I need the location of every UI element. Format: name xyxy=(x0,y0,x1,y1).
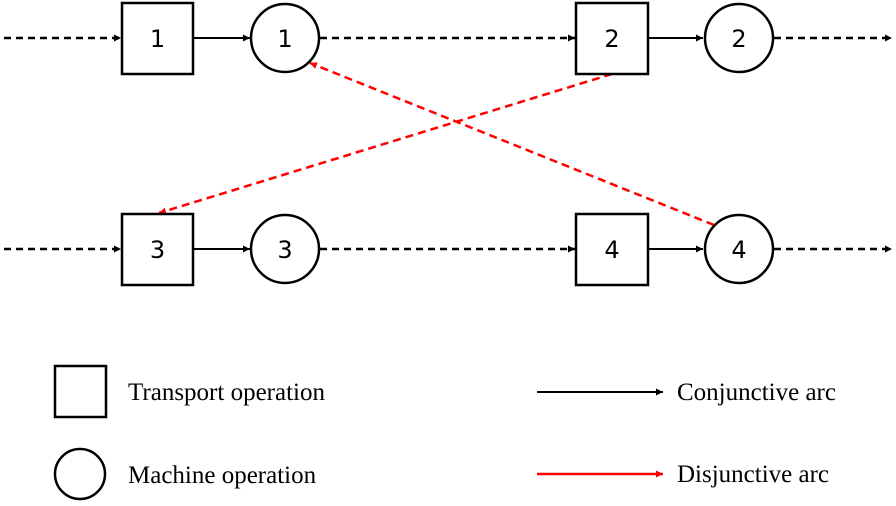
machine-node-3: 3 xyxy=(249,213,321,285)
node-label: 3 xyxy=(277,236,292,264)
legend-transport-label: Transport operation xyxy=(128,379,325,406)
transport-node-2: 2 xyxy=(574,1,650,76)
machine-node-1: 1 xyxy=(249,2,321,74)
legend-circle-icon xyxy=(53,447,107,501)
legend-machine-label: Machine operation xyxy=(128,462,317,489)
legend-square-icon xyxy=(53,364,108,419)
legend-disjunctive-label: Disjunctive arc xyxy=(677,461,829,488)
transport-node-4: 4 xyxy=(574,212,650,287)
legend: Transport operation Machine operation Co… xyxy=(53,364,836,501)
legend-conjunctive-label: Conjunctive arc xyxy=(677,379,836,406)
node-label: 4 xyxy=(731,236,746,264)
machine-node-4: 4 xyxy=(703,213,775,285)
node-label: 1 xyxy=(150,25,165,53)
disjunctive-arc-t2-t3 xyxy=(158,72,613,215)
node-label: 2 xyxy=(731,25,746,53)
disjunctive-arc-m4-m1 xyxy=(309,61,715,227)
machine-node-2: 2 xyxy=(703,2,775,74)
transport-node-3: 3 xyxy=(120,212,195,287)
node-label: 4 xyxy=(604,236,619,264)
node-label: 3 xyxy=(150,236,165,264)
node-label: 1 xyxy=(277,25,292,53)
node-label: 2 xyxy=(604,25,619,53)
transport-node-1: 1 xyxy=(120,1,195,76)
